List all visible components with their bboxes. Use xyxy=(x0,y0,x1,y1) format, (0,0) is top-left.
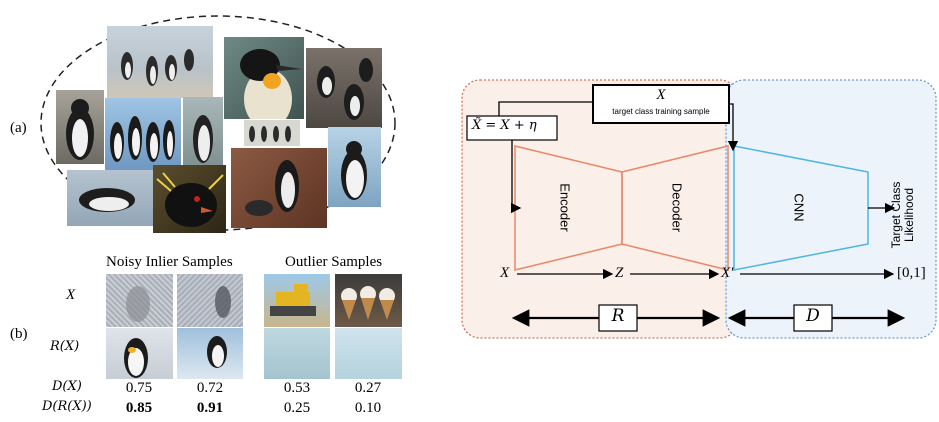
noisy-inlier-image-1 xyxy=(106,274,173,327)
noisy-input-box xyxy=(466,115,558,141)
outlier-header: Outlier Samples xyxy=(285,254,383,270)
row-label-drx: D(R(X)) xyxy=(42,399,92,414)
score-drx-4: 0.10 xyxy=(354,400,382,416)
row-label-x: X xyxy=(66,287,76,303)
reconstructed-inlier-image-2 xyxy=(177,328,243,379)
penguin-photo-small-group xyxy=(244,120,300,146)
penguin-photo-nesting xyxy=(231,148,327,228)
penguin-photo-king-portrait xyxy=(224,37,304,119)
decoder-label: Decoder xyxy=(669,182,685,233)
penguin-photo-adelie xyxy=(328,127,381,207)
decoder-shape xyxy=(621,145,729,271)
noisy-input-label: X̃ = X + η xyxy=(472,118,537,133)
penguin-photo-emperor-group xyxy=(105,98,181,170)
reconstructed-inlier-image-1 xyxy=(106,328,173,379)
outlier-image-bulldozer xyxy=(264,274,330,327)
target-class-box xyxy=(592,84,730,124)
penguin-photo-chinstrap xyxy=(183,97,223,169)
penguin-photo-african xyxy=(56,90,104,164)
target-class-caption: target class training sample xyxy=(612,107,710,116)
flow-z: Z xyxy=(615,265,624,281)
outlier-image-ice-cream xyxy=(335,274,402,327)
output-label: Target Class Likelihood xyxy=(889,165,916,265)
penguin-photo-rockhopper xyxy=(153,165,226,233)
score-dx-4: 0.27 xyxy=(354,380,382,396)
score-dx-3: 0.53 xyxy=(283,380,311,396)
d-module-label: D xyxy=(806,306,820,326)
target-class-symbol: X xyxy=(656,87,666,103)
cnn-label: CNN xyxy=(791,193,807,222)
cnn-shape xyxy=(733,145,869,271)
inlier-header: Noisy Inlier Samples xyxy=(106,254,233,270)
reconstructed-outlier-image-2 xyxy=(335,328,402,379)
row-label-dx: D(X) xyxy=(52,379,82,394)
score-drx-2: 0.91 xyxy=(196,400,224,416)
flow-x: X xyxy=(500,265,510,281)
flow-range: [0,1] xyxy=(897,265,926,281)
penguin-photo-group-beach xyxy=(107,26,213,98)
output-label-line-2: Likelihood xyxy=(902,187,916,243)
penguin-photo-colony-rocks xyxy=(306,48,382,128)
encoder-label: Encoder xyxy=(557,183,573,232)
noisy-inlier-image-2 xyxy=(177,274,243,327)
inlier-ellipse xyxy=(40,15,396,231)
penguin-photo-diving xyxy=(67,170,155,226)
r-module-label: R xyxy=(611,306,625,326)
score-dx-1: 0.75 xyxy=(125,380,153,396)
flow-xprime: X′ xyxy=(721,265,734,281)
panel-a-label: (a) xyxy=(10,120,27,136)
r-module-box xyxy=(598,304,638,332)
score-drx-3: 0.25 xyxy=(283,400,311,416)
row-label-rx: R(X) xyxy=(50,339,80,354)
score-dx-2: 0.72 xyxy=(196,380,224,396)
d-module-box xyxy=(793,304,833,332)
panel-b-label: (b) xyxy=(10,326,28,342)
score-drx-1: 0.85 xyxy=(125,400,153,416)
reconstructed-outlier-image-1 xyxy=(264,328,330,379)
